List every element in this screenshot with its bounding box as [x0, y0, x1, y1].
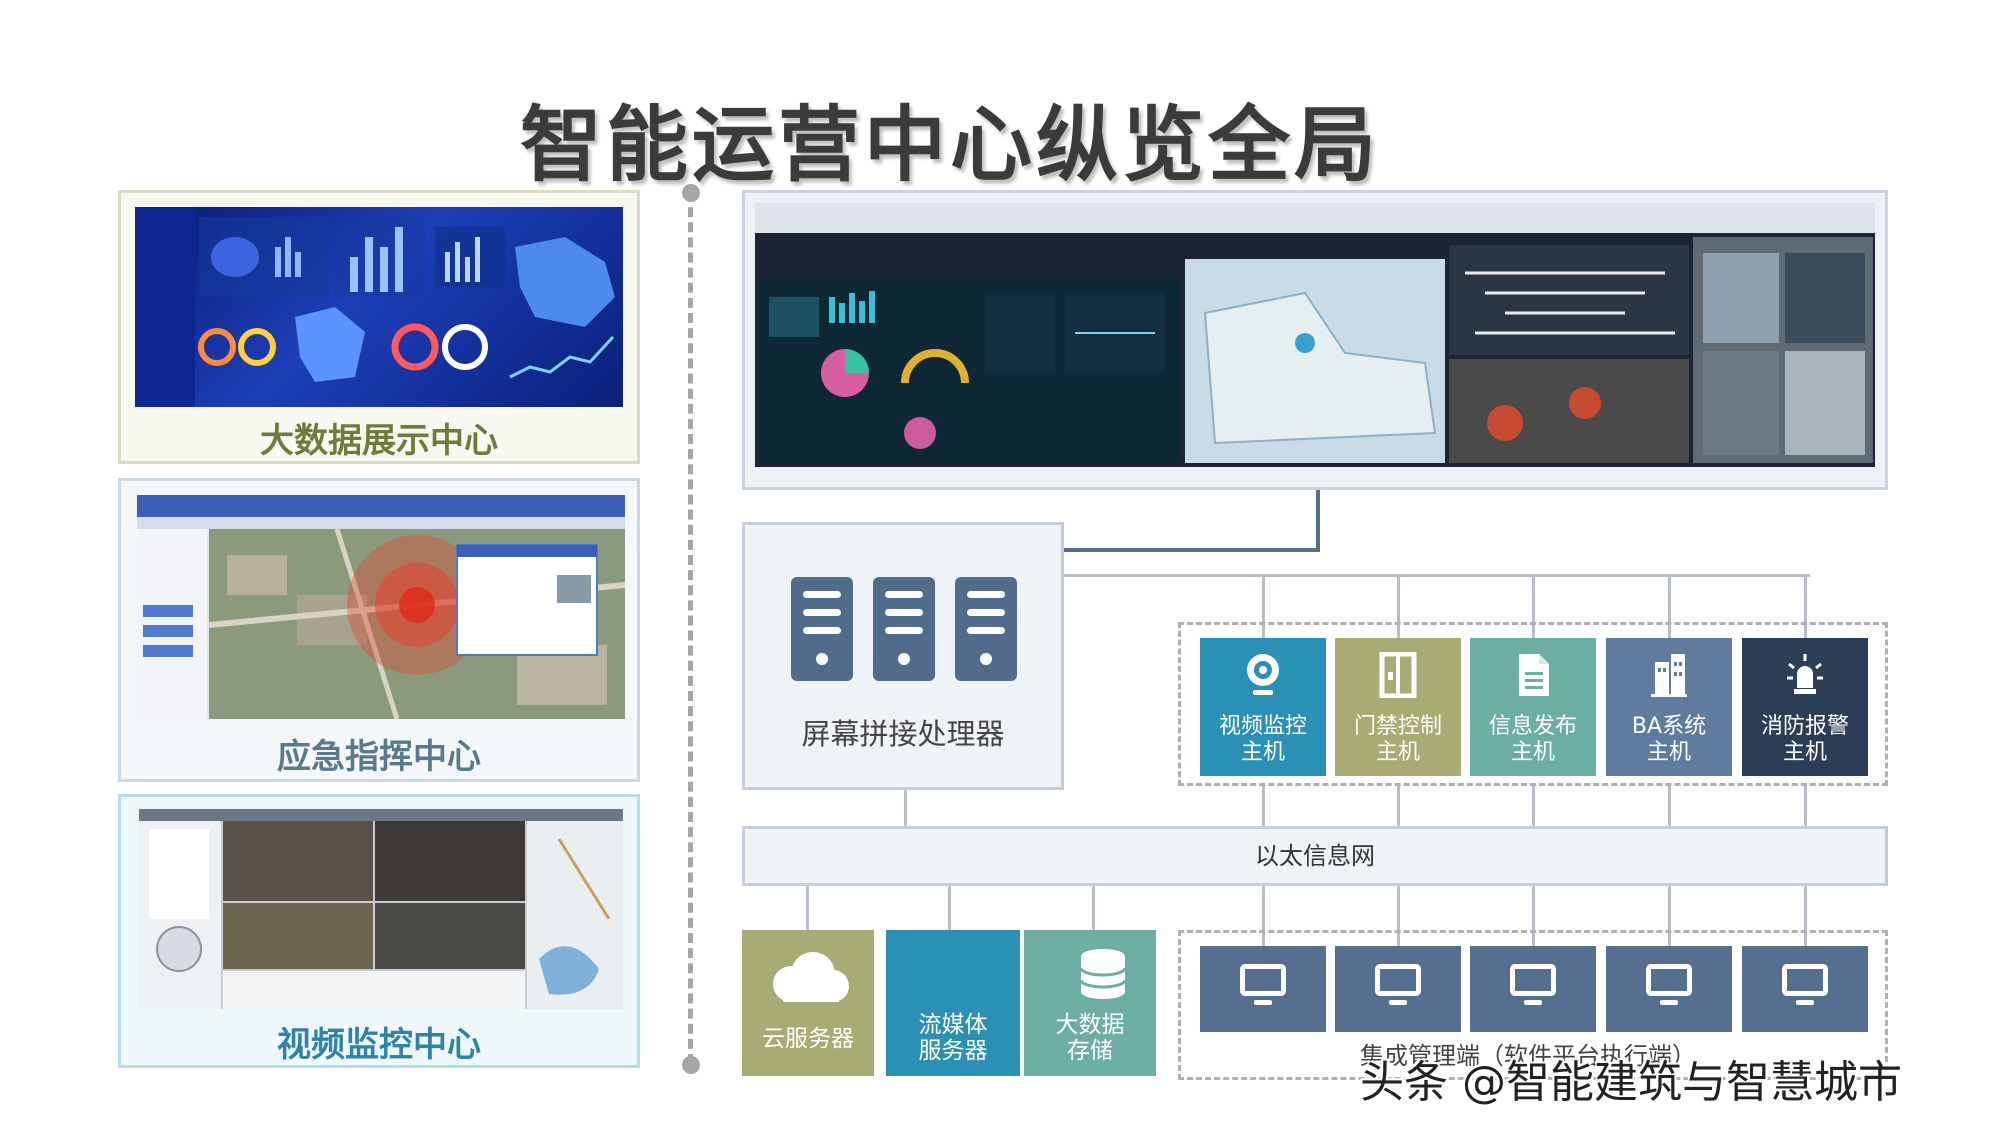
host-to-ethernet-2 — [1397, 786, 1400, 826]
bigdata-dashboard-image — [135, 207, 623, 407]
ethernet-to-terminal-5 — [1804, 886, 1807, 946]
ethernet-to-terminal-3 — [1532, 886, 1535, 946]
host-drop-1 — [1262, 574, 1265, 638]
ethernet-to-streaming — [948, 886, 951, 930]
panel-bigdata-label: 大数据展示中心 — [260, 421, 498, 461]
host-video-line2: 主机 — [1240, 740, 1285, 765]
video-monitor-graphic — [139, 809, 623, 1009]
watermark-text: 头条 @智能建筑与智慧城市 — [1360, 1057, 1902, 1108]
database-icon — [1079, 949, 1127, 999]
host-bus-line — [1064, 574, 1810, 577]
panel-video-label: 视频监控中心 — [277, 1025, 481, 1065]
ethernet-to-terminal-2 — [1397, 886, 1400, 946]
host-to-ethernet-5 — [1804, 786, 1807, 826]
emergency-map-image — [137, 495, 625, 719]
host-access-line2: 主机 — [1375, 740, 1420, 765]
monitor-icon — [1510, 964, 1556, 996]
divider-top-dot — [682, 184, 700, 202]
host-to-ethernet-3 — [1532, 786, 1535, 826]
building-icon — [1651, 654, 1687, 697]
terminal-2 — [1335, 946, 1461, 1032]
host-info-line2: 主机 — [1510, 740, 1555, 765]
host-drop-5 — [1804, 574, 1807, 638]
terminal-1 — [1200, 946, 1326, 1032]
ethernet-to-terminal-4 — [1668, 886, 1671, 946]
video-wall-graphic — [755, 203, 1875, 467]
storage-line1: 大数据 — [1055, 1012, 1125, 1038]
door-icon — [1379, 652, 1417, 698]
host-access-control: 门禁控制 主机 — [1335, 638, 1461, 776]
host-video-line1: 视频监控 — [1218, 714, 1307, 739]
terminal-group-frame — [1178, 930, 1888, 1080]
alarm-light-icon — [1787, 654, 1823, 694]
host-ba-line2: 主机 — [1646, 740, 1691, 765]
monitor-icon — [1375, 964, 1421, 996]
streaming-line1: 流媒体 — [918, 1012, 988, 1038]
monitor-icon — [1240, 964, 1286, 996]
storage-line2: 存储 — [1067, 1038, 1113, 1064]
host-ba-line1: BA系统 — [1631, 714, 1707, 739]
webcam-icon — [1247, 654, 1279, 695]
ethernet-network-bar: 以太信息网 — [742, 826, 1888, 886]
server-icon — [791, 577, 853, 681]
processor-to-ethernet-line — [904, 790, 907, 826]
ethernet-to-storage — [1092, 886, 1095, 930]
cloud-server-label: 云服务器 — [762, 1026, 854, 1052]
host-fire-alarm: 消防报警 主机 — [1742, 638, 1868, 776]
wall-to-processor-line-v — [1316, 490, 1320, 550]
host-drop-2 — [1397, 574, 1400, 638]
panel-bigdata: 大数据展示中心 — [118, 190, 640, 464]
screen-splicing-processor: 屏幕拼接处理器 — [742, 522, 1064, 790]
host-ba-system: BA系统 主机 — [1606, 638, 1732, 776]
monitor-icon — [1646, 964, 1692, 996]
bigdata-storage: 大数据 存储 — [1024, 930, 1156, 1076]
streaming-line2: 服务器 — [918, 1038, 988, 1064]
panel-video: 视频监控中心 — [118, 794, 640, 1068]
monitor-icon — [1782, 964, 1828, 996]
wall-to-processor-line-h — [1064, 548, 1320, 552]
host-access-line1: 门禁控制 — [1353, 714, 1442, 739]
terminal-3 — [1470, 946, 1596, 1032]
host-info-publish: 信息发布 主机 — [1470, 638, 1596, 776]
ethernet-to-terminal-1 — [1262, 886, 1265, 946]
server-icon — [873, 577, 935, 681]
host-fire-line2: 主机 — [1782, 740, 1827, 765]
emergency-map-graphic — [137, 495, 625, 719]
terminal-5 — [1742, 946, 1868, 1032]
document-icon — [1519, 654, 1549, 696]
cloud-icon — [773, 952, 849, 1002]
server-icon — [955, 577, 1017, 681]
host-to-ethernet-1 — [1262, 786, 1265, 826]
video-monitor-image — [139, 809, 623, 1009]
host-to-ethernet-4 — [1668, 786, 1671, 826]
processor-label: 屏幕拼接处理器 — [801, 717, 1005, 751]
host-video-monitoring: 视频监控 主机 — [1200, 638, 1326, 776]
panel-emergency: 应急指挥中心 — [118, 478, 640, 782]
divider-bottom-dot — [682, 1056, 700, 1074]
terminal-group-label: 集成管理端（软件平台执行端） — [1360, 1042, 1696, 1070]
bigdata-dashboard-graphic — [135, 207, 615, 407]
panel-emergency-label: 应急指挥中心 — [277, 737, 481, 777]
host-drop-4 — [1668, 574, 1671, 638]
slide-title: 智能运营中心纵览全局 — [519, 98, 1380, 193]
host-drop-3 — [1532, 574, 1535, 638]
host-info-line1: 信息发布 — [1488, 714, 1577, 739]
host-group-frame — [1178, 622, 1888, 786]
video-wall-image — [742, 190, 1888, 490]
terminal-4 — [1606, 946, 1732, 1032]
host-fire-line1: 消防报警 — [1760, 714, 1849, 739]
cloud-server: 云服务器 — [742, 930, 874, 1076]
streaming-server: 流媒体 服务器 — [886, 930, 1020, 1076]
ethernet-to-cloud — [806, 886, 809, 930]
dashed-divider — [688, 192, 693, 1064]
